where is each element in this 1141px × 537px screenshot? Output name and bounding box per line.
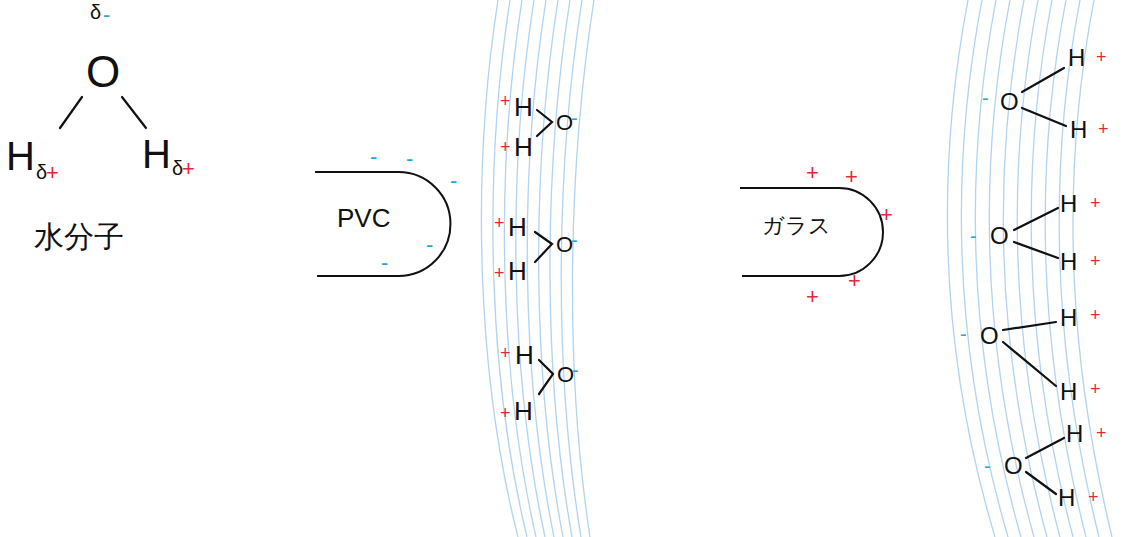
caption-label: 水分子	[34, 222, 124, 252]
rod-label: ガラス	[762, 215, 885, 237]
partial-charge: δ	[36, 162, 47, 182]
hydrogen-atom: H	[1060, 380, 1077, 404]
hydrogen-atom: H	[142, 134, 171, 174]
oxygen-atom: O	[86, 50, 120, 94]
negative-charge: -	[426, 234, 433, 256]
positive-charge: +	[1090, 306, 1101, 324]
positive-charge: +	[806, 286, 819, 308]
glass-rod: ガラス	[740, 186, 885, 278]
negative-charge: -	[406, 148, 413, 170]
hydrogen-atom: H	[1058, 486, 1075, 510]
positive-charge: +	[845, 166, 858, 188]
positive-charge: +	[1098, 120, 1109, 138]
oxygen-atom: O	[556, 112, 573, 134]
negative-charge: -	[984, 456, 991, 476]
positive-charge: +	[806, 162, 819, 184]
positive-charge: +	[1088, 488, 1099, 506]
positive-charge: +	[182, 158, 195, 180]
hydrogen-atom: H	[508, 258, 527, 284]
negative-charge: -	[381, 252, 388, 274]
hydrogen-atom: H	[514, 94, 533, 120]
hydrogen-atom: H	[515, 342, 534, 368]
positive-charge: +	[500, 404, 511, 422]
negative-charge: -	[571, 108, 578, 128]
hydrogen-atom: H	[1060, 192, 1077, 216]
oxygen-atom: O	[556, 234, 573, 256]
hydrogen-atom: H	[1070, 118, 1087, 142]
positive-charge: +	[1090, 194, 1101, 212]
hydrogen-atom: H	[1060, 306, 1077, 330]
positive-charge: +	[500, 92, 511, 110]
negative-charge: -	[370, 146, 377, 168]
negative-charge: -	[572, 360, 579, 380]
pvc-rod: PVC	[315, 170, 452, 278]
oxygen-atom: O	[557, 364, 574, 386]
positive-charge: +	[1096, 424, 1107, 442]
partial-charge: δ	[172, 158, 183, 178]
negative-charge: -	[103, 4, 110, 26]
negative-charge: -	[571, 230, 578, 250]
positive-charge: +	[494, 214, 505, 232]
hydrogen-atom: H	[1066, 422, 1083, 446]
oxygen-atom: O	[1004, 454, 1023, 478]
positive-charge: +	[46, 162, 59, 184]
negative-charge: -	[982, 88, 989, 108]
negative-charge: -	[450, 170, 457, 192]
positive-charge: +	[1090, 380, 1101, 398]
hydrogen-atom: H	[6, 136, 35, 176]
hydrogen-atom: H	[1068, 46, 1085, 70]
positive-charge: +	[1090, 252, 1101, 270]
hydrogen-atom: H	[514, 398, 533, 424]
positive-charge: +	[500, 138, 511, 156]
negative-charge: -	[960, 324, 967, 344]
positive-charge: +	[1096, 48, 1107, 66]
oxygen-atom: O	[980, 324, 999, 348]
oxygen-atom: O	[990, 224, 1009, 248]
positive-charge: +	[500, 344, 511, 362]
partial-charge: δ	[90, 2, 101, 22]
hydrogen-atom: H	[514, 134, 533, 160]
hydrogen-atom: H	[1060, 250, 1077, 274]
hydrogen-atom: H	[508, 214, 527, 240]
oxygen-atom: O	[1000, 90, 1019, 114]
rod-label: PVC	[337, 205, 452, 231]
negative-charge: -	[970, 226, 977, 246]
positive-charge: +	[494, 264, 505, 282]
